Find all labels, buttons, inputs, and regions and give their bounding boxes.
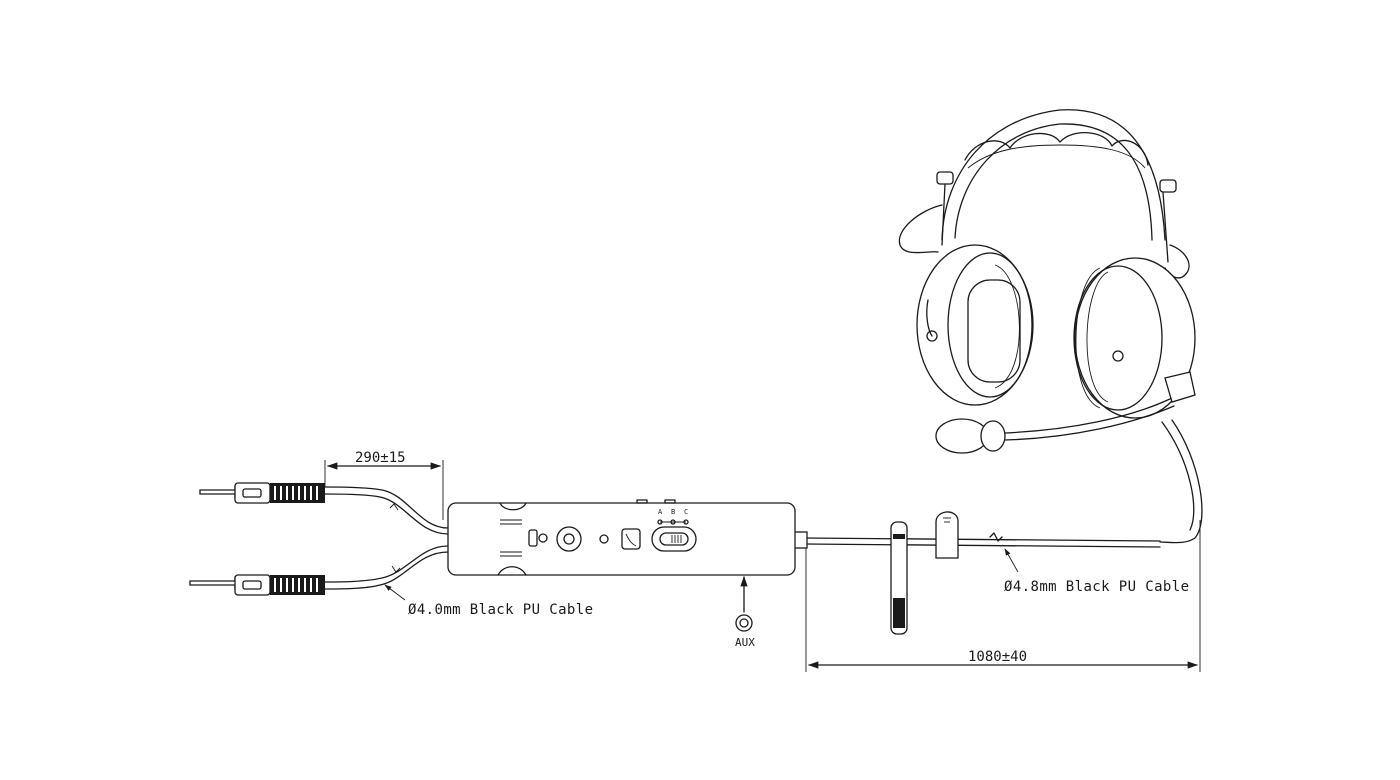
dimension-main: 1080±40 (805, 520, 1201, 672)
headband (941, 109, 1166, 241)
left-ear-cup (916, 244, 1034, 406)
main-cable-label: Ø4.8mm Black PU Cable (1004, 579, 1189, 595)
aux-jack-icon (735, 614, 753, 632)
phone-icon (621, 528, 641, 550)
volume-knob (556, 526, 582, 552)
split-cable-label: Ø4.0mm Black PU Cable (408, 602, 593, 618)
main-length-label: 1080±40 (968, 649, 1027, 665)
split-length-label: 290±15 (355, 450, 406, 466)
aux-jack: AUX (735, 575, 755, 649)
control-box: A B C (447, 499, 796, 576)
callout-main-cable: Ø4.8mm Black PU Cable (1004, 548, 1189, 595)
left-adjust-knob (936, 171, 954, 185)
headset (898, 109, 1203, 544)
boom-microphone (935, 371, 1196, 454)
main-cable (792, 511, 1161, 635)
callout-split-cable: Ø4.0mm Black PU Cable (384, 584, 593, 618)
microphone-foam-icon (935, 418, 989, 454)
switch-label-a: A (658, 508, 663, 516)
shirt-clip (935, 511, 959, 559)
upper-plug (199, 482, 325, 504)
right-adjust-knob (1159, 179, 1177, 193)
mode-switch (651, 526, 697, 552)
switch-label-b: B (671, 508, 675, 516)
lower-plug (189, 574, 325, 596)
aux-label: AUX (735, 636, 755, 649)
dimension-split: 290±15 (324, 450, 444, 520)
split-cables (324, 486, 449, 590)
switch-label-c: C (684, 508, 688, 516)
